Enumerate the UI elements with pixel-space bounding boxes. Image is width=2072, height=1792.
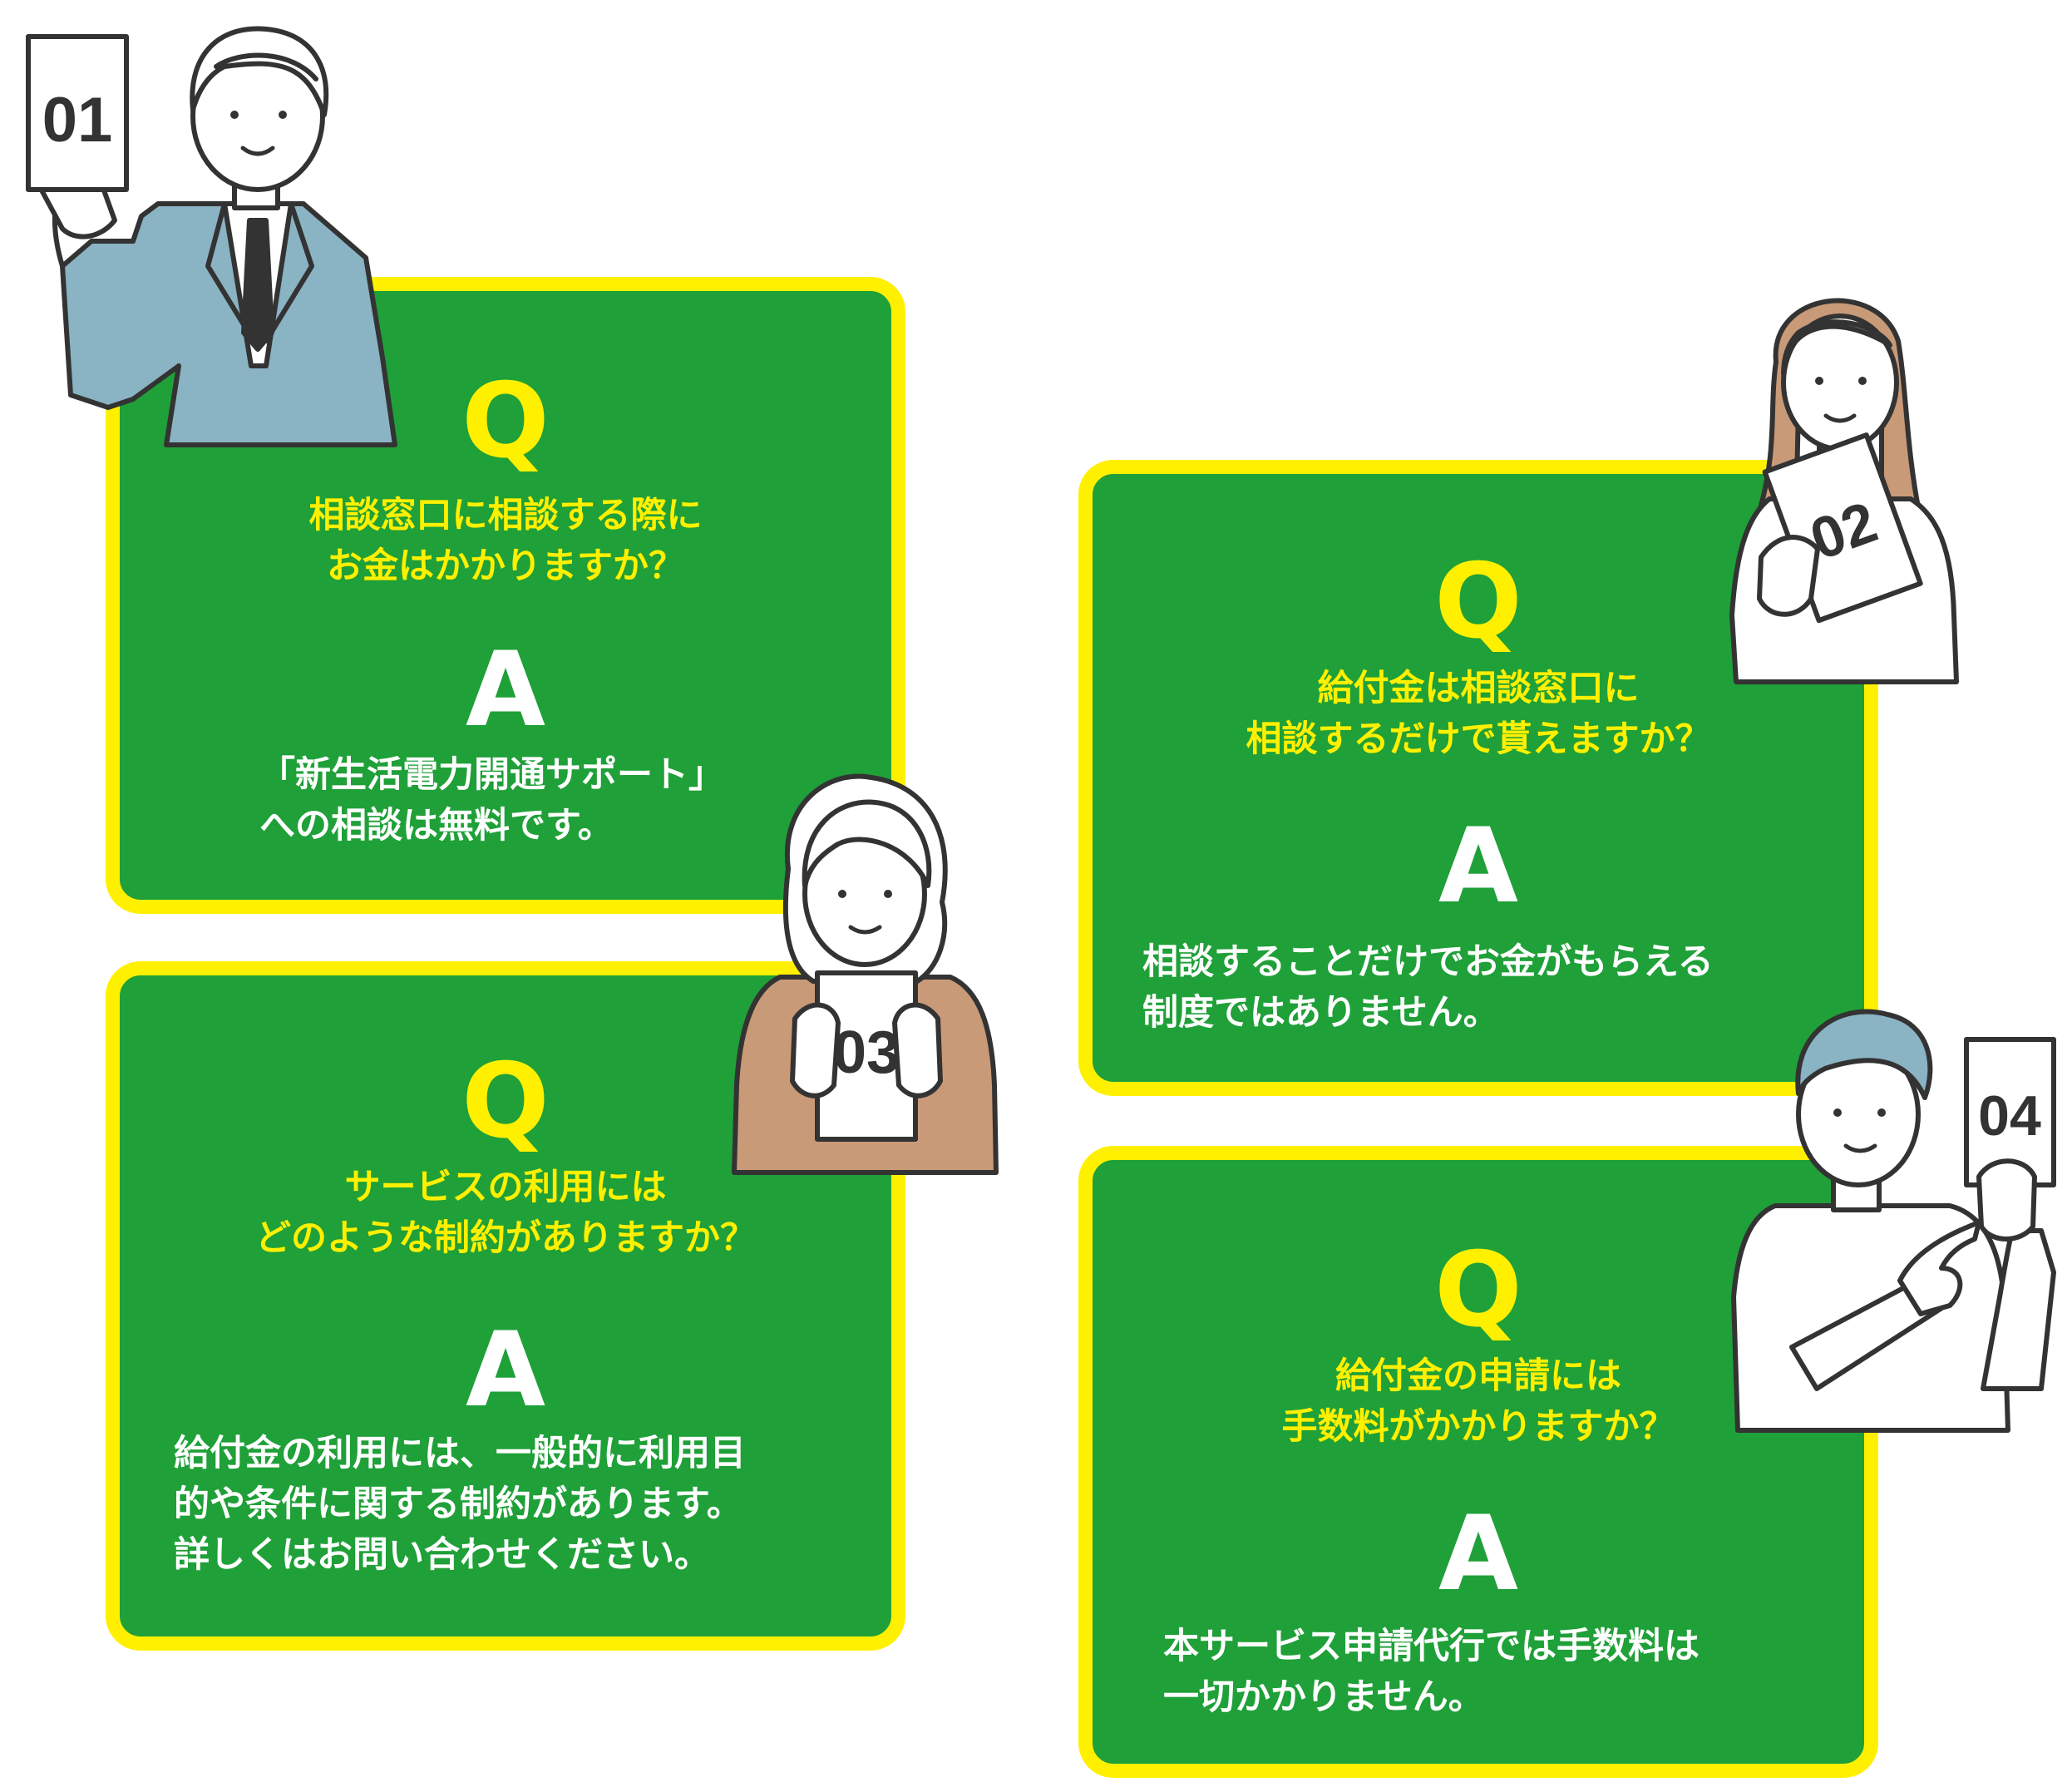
man-casual-pointing-illustration: 04: [1725, 998, 2062, 1443]
q-label: Q: [461, 362, 550, 481]
question-text: 給付金の申請には 手数料がかかりますか？: [1281, 1355, 1675, 1448]
woman-shorthair-illustration: 03: [730, 769, 1000, 1181]
answer-text: 相談することだけでお金がもらえる 制度ではありません。: [1142, 941, 1714, 1034]
faq-card-01: Q 相談窓口に相談する際に お金はかかりますか？ A 「新生活電力開通サポート」…: [106, 277, 905, 914]
a-label: A: [1438, 807, 1518, 926]
q-label: Q: [1434, 542, 1522, 662]
answer-text: 給付金の利用には、一般的に利用目 的や条件に関する制約があります。 詳しくはお問…: [174, 1433, 746, 1576]
answer-text: 本サービス申請代行では手数料は 一切かかりません。: [1163, 1626, 1700, 1718]
faq-card-03: Q サービスの利用には どのような制約がありますか？ A 給付金の利用には、一般…: [106, 961, 905, 1651]
number-badge-03: 03: [833, 1019, 900, 1086]
answer-text: 「新生活電力開通サポート」 への相談は無料です。: [259, 754, 724, 847]
question-text: 相談窓口に相談する際に お金はかかりますか？: [308, 495, 703, 587]
question-text: 給付金は相談窓口に 相談するだけで貰えますか？: [1246, 668, 1711, 760]
a-label: A: [466, 630, 545, 750]
woman-longhair-illustration: 02: [1719, 283, 1961, 694]
question-text: サービスの利用には どのような制約がありますか？: [255, 1167, 756, 1259]
number-badge-04: 04: [1978, 1084, 2041, 1148]
number-badge-01: 01: [42, 85, 113, 156]
q-label: Q: [1434, 1231, 1522, 1350]
q-label: Q: [461, 1042, 550, 1162]
a-label: A: [1438, 1494, 1518, 1614]
man-suit-illustration: 01: [17, 17, 407, 457]
a-label: A: [466, 1311, 545, 1430]
